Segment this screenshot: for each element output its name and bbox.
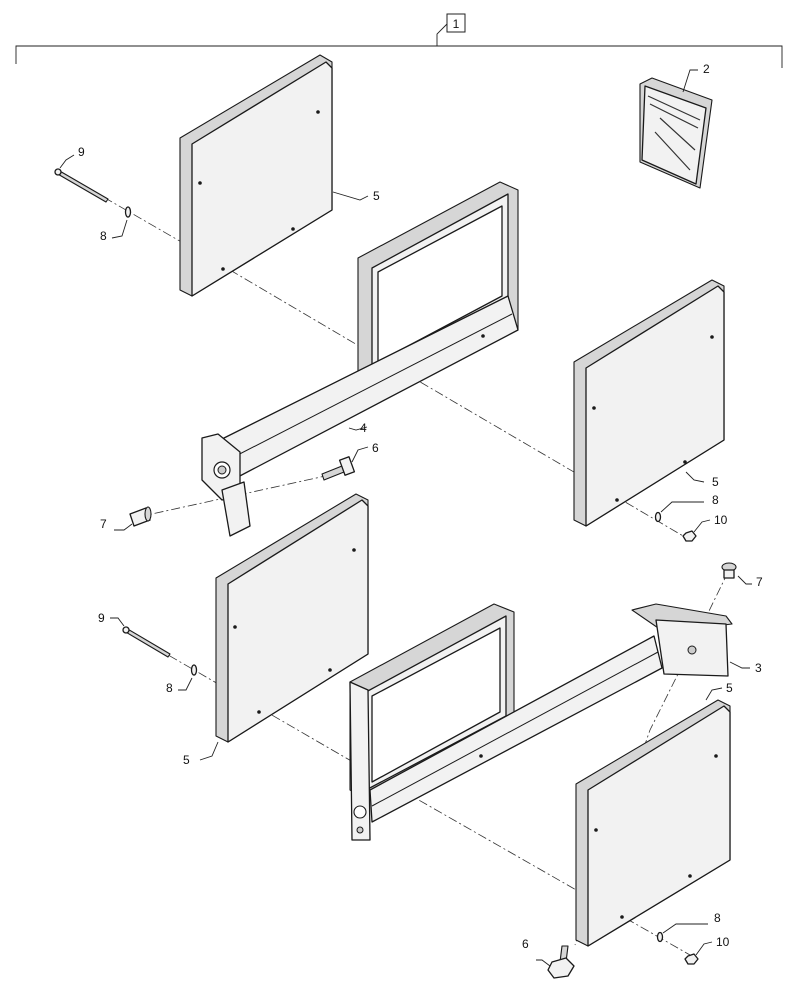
callout-8: 8 xyxy=(100,229,107,243)
nut-upper: 10 xyxy=(682,513,728,542)
callout-5: 5 xyxy=(726,681,733,695)
callout-8: 8 xyxy=(714,911,721,925)
left-bracket: 4 xyxy=(201,181,519,537)
callout-5: 5 xyxy=(373,189,380,203)
kit-manual: 2 xyxy=(639,62,713,189)
callout-5: 5 xyxy=(183,753,190,767)
assembly-item-box xyxy=(446,13,466,33)
washer-upper-right: 8 xyxy=(654,493,719,523)
callout-6: 6 xyxy=(372,441,379,455)
callout-3: 3 xyxy=(755,661,762,675)
callout-10: 10 xyxy=(716,935,730,949)
callout-9: 9 xyxy=(98,611,105,625)
callout-7: 7 xyxy=(100,517,107,531)
stud-lower: 9 xyxy=(98,611,171,658)
washer-lower-left: 8 xyxy=(166,664,198,695)
bolt-upper: 6 xyxy=(321,441,379,481)
callout-8: 8 xyxy=(712,493,719,507)
plate-lower-left: 5 xyxy=(183,493,369,767)
plate-upper-left: 5 xyxy=(179,54,380,297)
right-bracket: 3 xyxy=(349,603,762,841)
plate-upper-right: 5 xyxy=(573,279,725,527)
callout-9: 9 xyxy=(78,145,85,159)
assembly-bracket: 1 xyxy=(15,13,783,68)
callout-7: 7 xyxy=(756,575,763,589)
callout-10: 10 xyxy=(714,513,728,527)
callout-5: 5 xyxy=(712,475,719,489)
nut-lower: 10 xyxy=(684,935,730,965)
stud-upper: 9 xyxy=(54,145,109,203)
pin-right: 7 xyxy=(721,562,763,589)
callout-4: 4 xyxy=(360,421,367,435)
assembly-item-number: 1 xyxy=(453,17,460,31)
bolt-lower: 6 xyxy=(522,937,575,979)
washer-lower-right: 8 xyxy=(656,911,721,943)
plate-lower-right: 5 xyxy=(575,681,733,947)
callout-6: 6 xyxy=(522,937,529,951)
callout-8: 8 xyxy=(166,681,173,695)
pin-left: 7 xyxy=(100,506,152,531)
washer-upper-left: 8 xyxy=(100,206,132,243)
callout-2: 2 xyxy=(703,62,710,76)
